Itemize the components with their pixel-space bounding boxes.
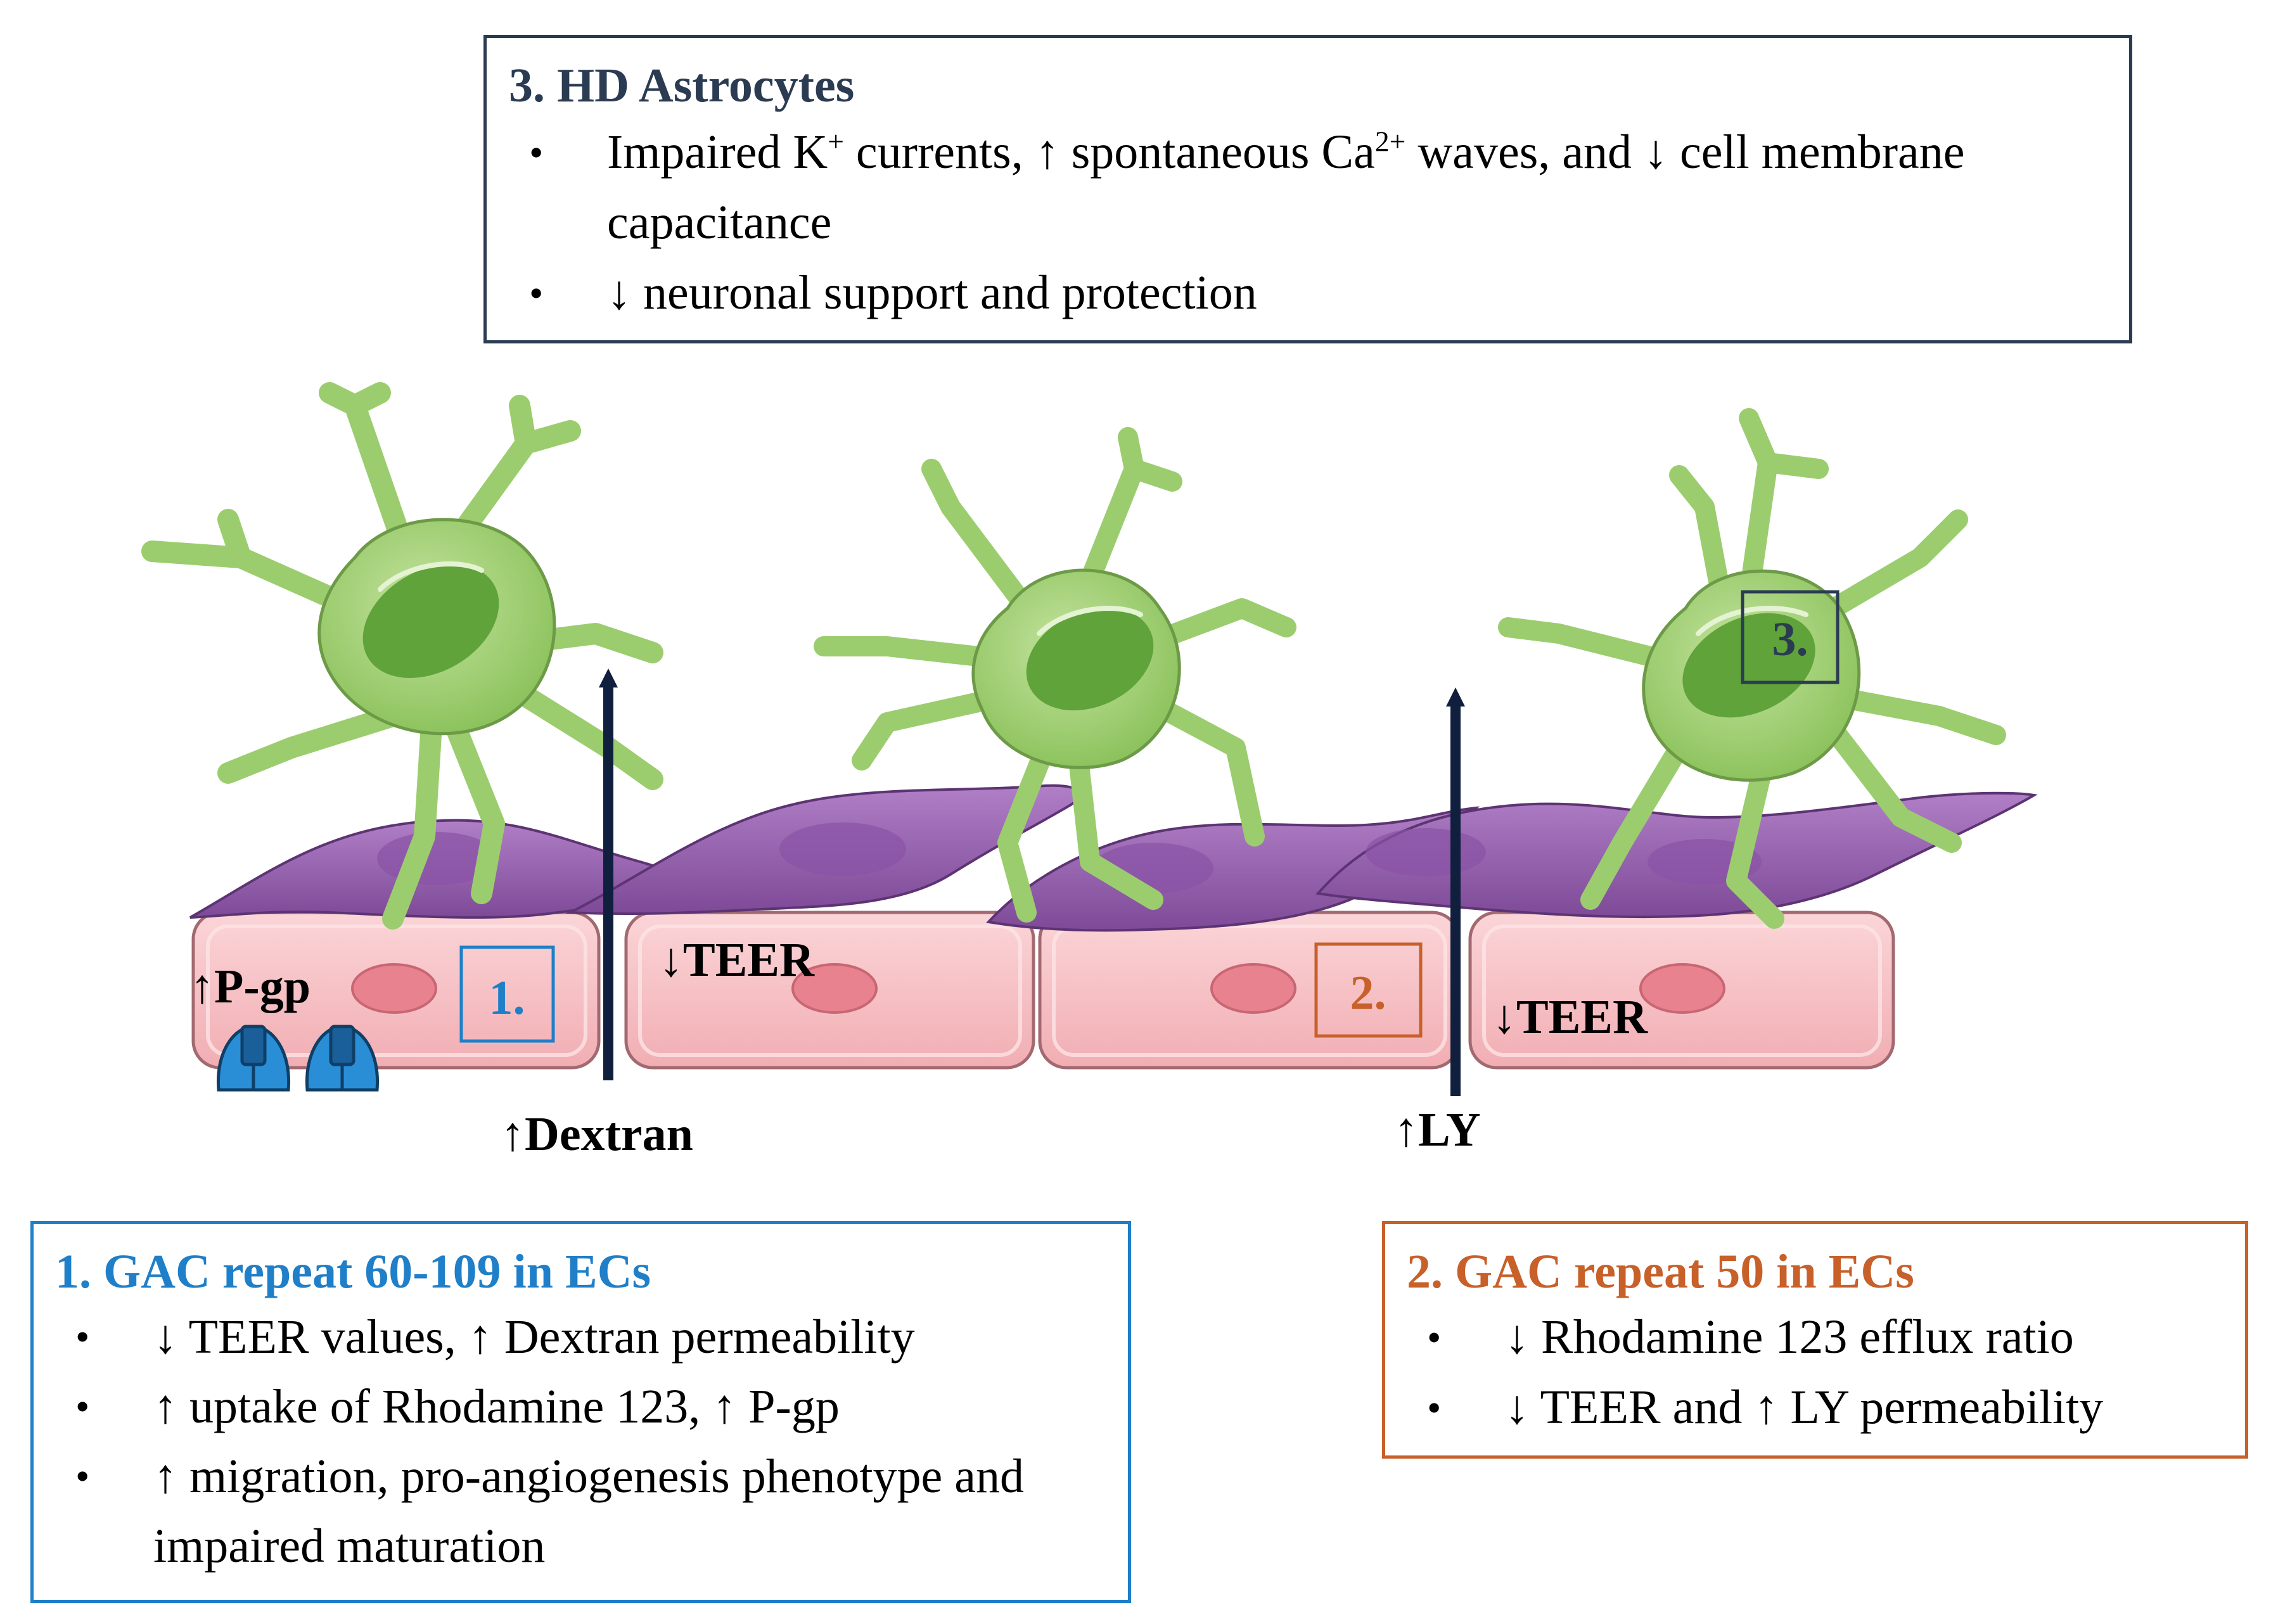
pgp-label: ↑P-gp (190, 960, 310, 1013)
endothelial-cell-icon (191, 911, 601, 1070)
ly-label: ↑LY (1394, 1103, 1481, 1156)
list-item: ↓ TEER values, ↑ Dextran permeability (55, 1302, 1128, 1372)
text-part: currents, ↑ spontaneous Ca (843, 125, 1375, 179)
hd-astrocytes-box: 3. HD Astrocytes Impaired K+ currents, ↑… (483, 35, 2132, 343)
pericyte-icon (565, 784, 1081, 916)
teer-label-2: ↓TEER (1492, 990, 1648, 1044)
hd-astrocytes-list: Impaired K+ currents, ↑ spontaneous Ca2+… (509, 117, 2129, 328)
marker-box-3 (1741, 590, 1840, 684)
astrocyte-icon (814, 427, 1296, 923)
marker-2-label: 2. (1350, 966, 1386, 1020)
teer-label-1: ↓TEER (659, 933, 815, 987)
gac-60-109-box: 1. GAC repeat 60-109 in ECs ↓ TEER value… (30, 1221, 1131, 1603)
astrocyte-icon (141, 382, 663, 930)
marker-box-2 (1314, 942, 1423, 1038)
list-item: ↑ migration, pro-angiogenesis phenotype … (55, 1442, 1128, 1581)
gac-60-109-title: 1. GAC repeat 60-109 in ECs (55, 1245, 651, 1298)
text-part: waves, and ↓ cell membrane capacitance (607, 125, 1965, 250)
list-item: ↓ Rhodamine 123 efflux ratio (1407, 1302, 2245, 1372)
list-item: ↓ TEER and ↑ LY permeability (1407, 1372, 2245, 1443)
gac-50-title: 2. GAC repeat 50 in ECs (1407, 1245, 1914, 1298)
marker-1-label: 1. (489, 971, 525, 1025)
pericyte-icon (1315, 791, 2038, 919)
endothelial-cell-icon (1038, 911, 1461, 1070)
pgp-transporter-icon (216, 1025, 291, 1092)
gac-50-list: ↓ Rhodamine 123 efflux ratio ↓ TEER and … (1407, 1302, 2245, 1443)
up-arrow-icon (1446, 687, 1465, 1096)
hd-astrocytes-title: 3. HD Astrocytes (509, 59, 855, 112)
superscript: 2+ (1374, 125, 1406, 158)
marker-box-1 (459, 945, 555, 1043)
superscript: + (828, 125, 844, 158)
list-item: Impaired K+ currents, ↑ spontaneous Ca2+… (509, 117, 2129, 258)
dextran-label: ↑Dextran (501, 1108, 693, 1161)
gac-50-box: 2. GAC repeat 50 in ECs ↓ Rhodamine 123 … (1382, 1221, 2248, 1459)
up-arrow-icon (599, 668, 618, 1080)
text-part: Impaired K (607, 125, 828, 179)
pgp-transporter-icon (305, 1025, 380, 1092)
list-item: ↓ neuronal support and protection (509, 258, 2129, 328)
marker-3-label: 3. (1772, 613, 1808, 666)
gac-60-109-list: ↓ TEER values, ↑ Dextran permeability ↑ … (55, 1302, 1128, 1581)
endothelial-cell-icon (624, 911, 1035, 1070)
astrocyte-icon (1498, 408, 2006, 929)
list-item: ↑ uptake of Rhodamine 123, ↑ P-gp (55, 1372, 1128, 1442)
